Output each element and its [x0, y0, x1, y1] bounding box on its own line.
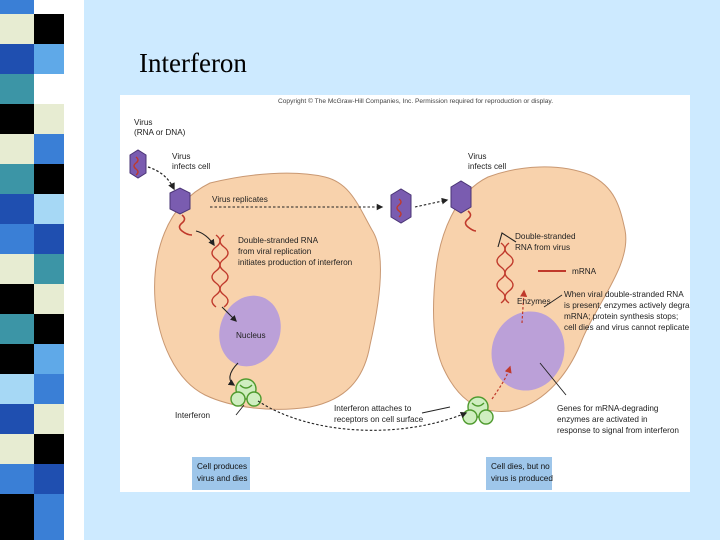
copyright-notice: Copyright © The McGraw-Hill Companies, I… — [278, 97, 553, 105]
outcome-right-line2: virus is produced — [491, 474, 553, 483]
label-dsrna-left-1: Double-stranded RNA — [238, 236, 319, 245]
virus-particle-released — [390, 188, 412, 224]
viral-rna-right — [464, 210, 477, 232]
stripe-block — [34, 464, 64, 494]
label-attaches-2: receptors on cell surface — [334, 415, 424, 424]
label-nucleus: Nucleus — [236, 331, 266, 340]
stripe-block — [0, 194, 34, 224]
arrow-nucleus-to-interferon — [227, 362, 239, 386]
stripe-block — [34, 344, 64, 374]
stripe-block — [0, 434, 34, 464]
label-when-2: is present, enzymes actively degrade — [564, 301, 690, 310]
interferon-protein-right — [462, 396, 494, 425]
stripe-block — [0, 314, 34, 344]
label-dsrna-left-3: initiates production of interferon — [238, 258, 353, 267]
label-infects-right-1: Virus — [468, 152, 487, 161]
stripe-block — [34, 224, 64, 254]
stripe-block — [34, 284, 64, 314]
stripe-block — [34, 134, 64, 164]
stripe-block — [0, 254, 34, 284]
stripe-block — [34, 0, 64, 14]
label-when-4: cell dies and virus cannot replicate — [564, 323, 690, 332]
stripe-block — [0, 134, 34, 164]
label-mrna: mRNA — [572, 267, 597, 276]
stripe-block — [34, 254, 64, 284]
stripe-block — [34, 404, 64, 434]
stripe-block — [34, 74, 64, 104]
stripe-block — [34, 494, 64, 540]
outcome-box-left: Cell produces virus and dies — [192, 457, 250, 490]
arrow-nucleus-to-enzymes — [520, 289, 528, 324]
label-virus-type: (RNA or DNA) — [134, 128, 186, 137]
stripe-block — [34, 374, 64, 404]
label-interferon: Interferon — [175, 411, 210, 420]
pointer-when-text — [543, 294, 563, 308]
arrow-receptor-to-nucleus — [491, 365, 512, 400]
viral-rna-left — [178, 214, 193, 236]
stripe-block — [34, 164, 64, 194]
label-when-1: When viral double-stranded RNA — [564, 290, 684, 299]
label-genes-3: response to signal from interferon — [557, 426, 679, 435]
left-cell — [154, 172, 381, 410]
pointer-genes-text — [539, 362, 567, 396]
stripe-block — [34, 314, 64, 344]
stripe-block — [0, 74, 34, 104]
stripe-block — [0, 374, 34, 404]
virus-particle-entering — [169, 187, 191, 215]
label-dsrna-right-1: Double-stranded — [515, 232, 576, 241]
stripe-block — [0, 344, 34, 374]
outcome-left-line2: virus and dies — [197, 474, 248, 483]
label-dsrna-right-2: RNA from virus — [515, 243, 570, 252]
stripe-block — [0, 104, 34, 134]
arrow-interferon-to-right-cell — [257, 400, 468, 431]
stripe-block — [0, 284, 34, 314]
label-virus-replicates: Virus replicates — [212, 195, 268, 204]
right-cell — [433, 166, 627, 412]
label-infects-left-2: infects cell — [172, 162, 210, 171]
stripe-block — [0, 224, 34, 254]
arrow-rna-to-dsrna — [195, 230, 215, 247]
stripe-block — [0, 464, 34, 494]
stripe-block — [34, 194, 64, 224]
label-enzymes: Enzymes — [517, 297, 551, 306]
label-genes-2: enzymes are activated in — [557, 415, 648, 424]
stripe-block — [34, 44, 64, 74]
stripe-block — [0, 404, 34, 434]
interferon-figure: Copyright © The McGraw-Hill Companies, I… — [120, 95, 690, 492]
decorative-left-stripe — [0, 0, 84, 540]
interferon-diagram: Copyright © The McGraw-Hill Companies, I… — [129, 97, 690, 490]
stripe-block — [34, 104, 64, 134]
label-attaches-1: Interferon attaches to — [334, 404, 412, 413]
arrow-dsrna-to-nucleus — [221, 306, 237, 322]
dsrna-helix-left — [211, 234, 229, 308]
pointer-interferon-text — [235, 404, 245, 416]
outcome-left-line1: Cell produces — [197, 462, 247, 471]
stripe-block — [0, 44, 34, 74]
outcome-right-line1: Cell dies, but no — [491, 462, 550, 471]
arrow-virus-to-cell — [147, 166, 175, 191]
label-infects-left-1: Virus — [172, 152, 191, 161]
label-infects-right-2: infects cell — [468, 162, 506, 171]
stripe-block — [0, 494, 34, 540]
label-genes-1: Genes for mRNA-degrading — [557, 404, 659, 413]
stripe-block — [34, 14, 64, 44]
arrow-viral-rna-to-dsrna-right — [497, 232, 517, 248]
dsrna-helix-right — [496, 242, 514, 304]
label-virus: Virus — [134, 118, 153, 127]
label-dsrna-left-2: from viral replication — [238, 247, 312, 256]
stripe-block — [0, 164, 34, 194]
left-nucleus — [219, 295, 281, 367]
virus-particle-right — [450, 180, 472, 214]
virus-particle-outside — [129, 149, 147, 179]
stripe-block — [34, 434, 64, 464]
label-when-3: mRNA; protein synthesis stops; — [564, 312, 678, 321]
stripe-block — [0, 0, 34, 14]
interferon-protein-left — [230, 378, 262, 407]
arrow-virus-to-right-cell — [414, 197, 449, 208]
slide-title: Interferon — [139, 48, 247, 78]
outcome-box-right: Cell dies, but no virus is produced — [486, 457, 553, 490]
pointer-attaches-text — [421, 406, 451, 414]
stripe-block — [0, 14, 34, 44]
